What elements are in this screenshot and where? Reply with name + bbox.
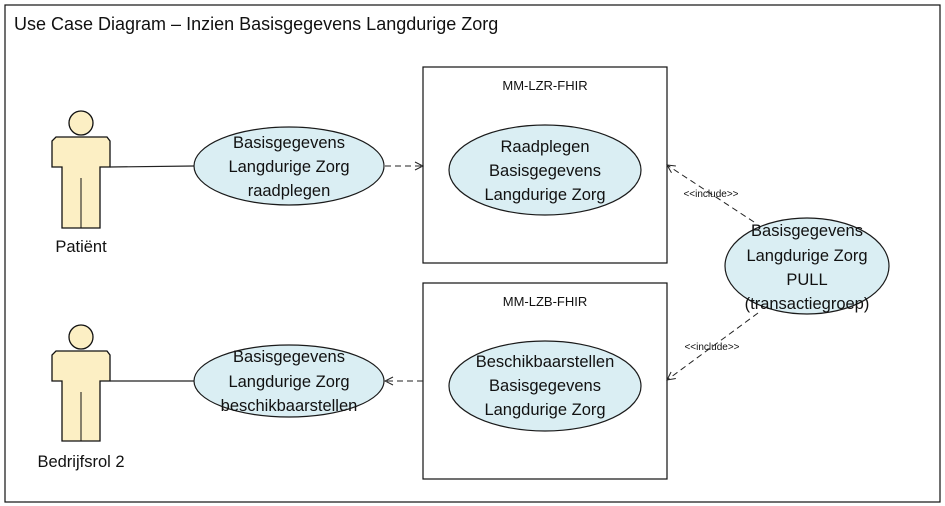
include-label: <<include>> <box>683 189 738 200</box>
actor-label: Patiënt <box>55 238 107 256</box>
use-case-raadplegen[interactable]: Basisgegevens Langdurige Zorg raadplegen <box>193 126 385 206</box>
use-case-text: Langdurige Zorg <box>228 373 349 391</box>
use-case-text: Basisgegevens <box>233 348 345 366</box>
system-boundary-lzb: MM-LZB-FHIR Beschikbaarstellen Basisgege… <box>422 282 668 480</box>
use-case-text: Langdurige Zorg <box>746 247 867 265</box>
use-case-text: raadplegen <box>248 182 331 200</box>
use-case-text: Langdurige Zorg <box>484 186 605 204</box>
use-case-text: Raadplegen <box>501 138 590 156</box>
use-case-text: Basisgegevens <box>489 377 601 395</box>
use-case-beschikbaarstellen[interactable]: Basisgegevens Langdurige Zorg beschikbaa… <box>193 344 385 418</box>
actor-bedrijfsrol-2[interactable]: Bedrijfsrol 2 <box>37 324 125 471</box>
include-arrow <box>667 312 759 380</box>
include-label: <<include>> <box>684 342 739 353</box>
system-boundary-lzr: MM-LZR-FHIR Raadplegen Basisgegevens Lan… <box>422 66 668 264</box>
use-case-text: (transactiegroep) <box>745 295 870 313</box>
include-arrow <box>667 165 755 223</box>
use-case-text: Langdurige Zorg <box>228 158 349 176</box>
system-label: MM-LZB-FHIR <box>503 294 588 309</box>
actor-head <box>68 110 94 136</box>
use-case-pull-transactiegroep[interactable]: Basisgegevens Langdurige Zorg PULL (tran… <box>724 217 890 315</box>
actor-head <box>68 324 94 350</box>
actor-label: Bedrijfsrol 2 <box>37 453 124 471</box>
use-case-text: Basisgegevens <box>233 134 345 152</box>
use-case-text: Basisgegevens <box>751 222 863 240</box>
association-line <box>109 165 195 168</box>
actor-patient[interactable]: Patiënt <box>51 110 111 256</box>
use-case-raadplegen-lzr[interactable]: Raadplegen Basisgegevens Langdurige Zorg <box>448 124 642 216</box>
system-label: MM-LZR-FHIR <box>502 78 587 93</box>
use-case-text: PULL <box>786 271 827 289</box>
diagram-title: Use Case Diagram – Inzien Basisgegevens … <box>14 14 498 34</box>
use-case-text: Basisgegevens <box>489 162 601 180</box>
use-case-text: Beschikbaarstellen <box>476 353 615 371</box>
use-case-text: Langdurige Zorg <box>484 401 605 419</box>
use-case-beschikbaarstellen-lzb[interactable]: Beschikbaarstellen Basisgegevens Langdur… <box>448 340 642 432</box>
use-case-text: beschikbaarstellen <box>221 397 358 415</box>
